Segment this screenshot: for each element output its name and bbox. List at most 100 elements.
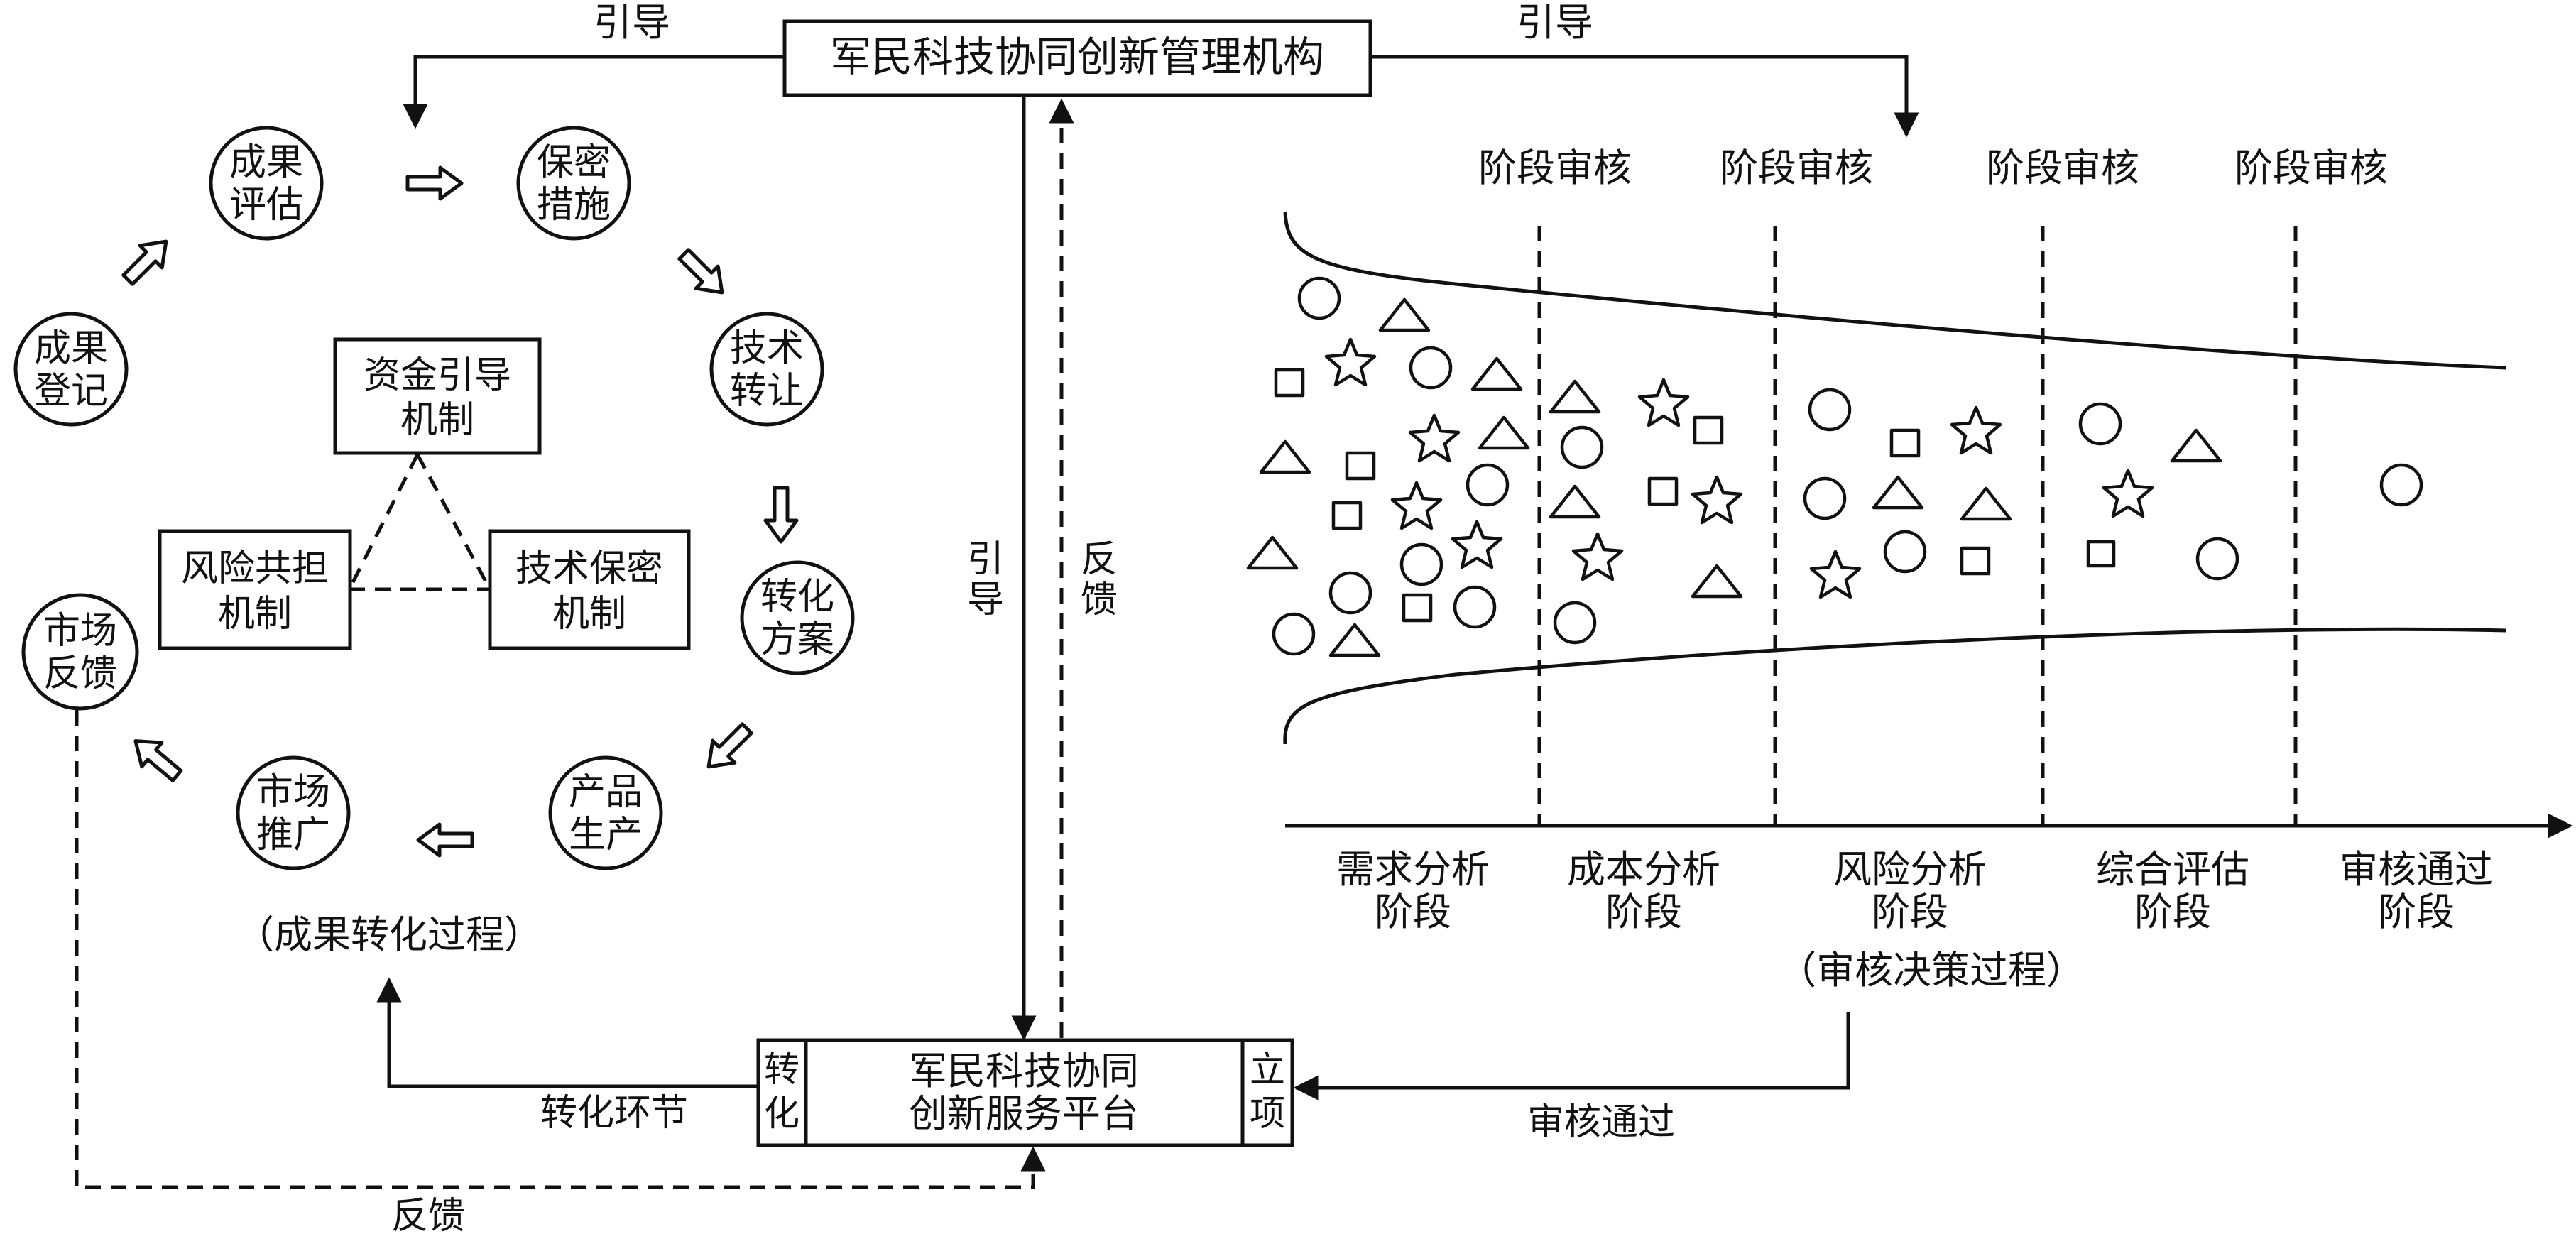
review-process: 阶段审核 阶段审核 阶段审核 阶段审核 需求分析 阶段 成本分析 阶段 风险分析… [1246, 146, 2573, 993]
platform-left-char-2: 化 [764, 1093, 799, 1134]
stage-label-line-1: 综合评估 [2096, 847, 2249, 892]
candidate-triangle [1259, 439, 1311, 474]
management-agency: 军民科技协同创新管理机构 [782, 19, 1372, 97]
stage-demand-analysis: 需求分析 阶段 [1336, 847, 1490, 934]
mechanism-technology-confidentiality: 技术保密 机制 [488, 529, 691, 650]
stage-label-line-2: 阶段 [1605, 890, 1682, 934]
checkpoint-label: 阶段审核 [2234, 146, 2388, 190]
candidate-group-review-passed [2379, 463, 2423, 507]
flow-arrow-registration-to-evaluation [121, 239, 168, 286]
candidate-circle [1409, 346, 1453, 390]
candidate-triangle [1872, 475, 1924, 510]
candidate-circle [1272, 612, 1316, 656]
stage-cost-analysis: 成本分析 阶段 [1567, 847, 1720, 934]
stage-label-line-1: 审核通过 [2340, 847, 2493, 892]
flow-arrow-confidentiality-to-transfer [677, 248, 724, 295]
candidate-triangle [1470, 356, 1523, 391]
node-product-production: 产品 生产 [548, 755, 663, 870]
stage-label-line-1: 需求分析 [1336, 847, 1490, 892]
candidate-circle [1803, 476, 1847, 520]
candidate-star [1408, 413, 1461, 463]
review-caption: （审核决策过程） [1778, 948, 2085, 993]
flow-arrow-production-to-promotion [416, 822, 474, 858]
management-agency-title: 军民科技协同创新管理机构 [830, 33, 1324, 81]
candidate-square [1345, 451, 1376, 481]
funnel-bottom-curve [1283, 627, 2507, 745]
stage-label-line-2: 阶段 [1872, 890, 1948, 934]
transform-link-label: 转化环节 [540, 1092, 688, 1135]
candidate-triangle [1549, 379, 1601, 414]
candidate-triangle [1246, 535, 1299, 570]
stage-label-line-2: 阶段 [2378, 890, 2455, 934]
candidate-group-risk-analysis [1803, 388, 2012, 599]
feedback-up-char-2: 馈 [1081, 579, 1118, 621]
checkpoint-label: 阶段审核 [1986, 146, 2139, 190]
guide-right-arrow: 引导 [1370, 0, 1919, 138]
node-label-line-1: 转化 [760, 576, 834, 618]
node-achievement-registration: 成果 登记 [13, 312, 129, 427]
node-label-line-1: 市场 [256, 771, 330, 814]
candidate-square [1402, 593, 1433, 623]
node-label-line-2: 转让 [730, 370, 804, 413]
platform-left-char-1: 转 [764, 1049, 799, 1090]
node-label-line-2: 反馈 [43, 653, 117, 695]
node-label-line-1: 成果 [34, 327, 108, 370]
candidate-circle [1297, 276, 1341, 320]
candidate-circle [1328, 571, 1372, 615]
flow-arrow-evaluation-to-confidentiality [405, 165, 464, 201]
node-market-promotion: 市场 推广 [236, 755, 351, 870]
approve-link-label: 审核通过 [1527, 1101, 1675, 1144]
approve-link-arrow: 审核通过 [1293, 1012, 1850, 1144]
transformation-caption: （成果转化过程） [236, 912, 542, 957]
candidate-circle [2379, 463, 2423, 507]
node-label-line-1: 产品 [569, 771, 643, 814]
stage-label-line-2: 阶段 [1375, 890, 1451, 934]
guide-down-char-2: 导 [967, 579, 1004, 621]
feedback-bottom-label: 反馈 [391, 1195, 465, 1234]
candidate-star [1451, 520, 1503, 569]
checkpoint-label: 阶段审核 [1478, 146, 1632, 190]
candidate-square [1693, 415, 1724, 445]
platform-title-line-2: 创新服务平台 [909, 1091, 1139, 1136]
candidate-triangle [1691, 564, 1743, 599]
node-label-line-1: 技术 [730, 327, 804, 370]
stage-label-line-1: 风险分析 [1833, 847, 1987, 892]
node-label-line-2: 推广 [256, 814, 330, 856]
mechanism-links [347, 453, 492, 591]
candidate-circle [1553, 601, 1597, 645]
guide-left-arrow: 引导 [403, 0, 785, 129]
candidate-star [1809, 550, 1862, 599]
flow-arrow-transfer-to-plan [763, 486, 799, 544]
mechanism-label-line-2: 机制 [552, 593, 626, 635]
candidate-star [1571, 532, 1624, 581]
candidate-group-comprehensive-evaluation [2078, 402, 2239, 581]
platform-right-char-2: 项 [1250, 1093, 1285, 1134]
candidate-circle [1453, 585, 1497, 629]
candidate-group-cost-analysis [1549, 378, 1743, 645]
mechanism-label-line-2: 机制 [400, 399, 474, 442]
candidate-triangle [1960, 486, 2012, 521]
stage-comprehensive-evaluation: 综合评估 阶段 [2096, 847, 2249, 934]
stage-label-line-1: 成本分析 [1567, 847, 1720, 892]
stage-label-line-2: 阶段 [2134, 890, 2211, 934]
candidate-star [1691, 475, 1743, 525]
node-confidentiality-measures: 保密 措施 [516, 126, 631, 241]
transform-link-arrow: 转化环节 [376, 977, 758, 1135]
flow-arrow-plan-to-production [706, 722, 753, 769]
candidate-star [1637, 378, 1690, 427]
candidate-triangle [1328, 623, 1381, 657]
feedback-up-arrow: 反 馈 [1049, 98, 1118, 1038]
platform-right-char-1: 立 [1250, 1049, 1285, 1090]
mechanism-risk-sharing: 风险共担 机制 [158, 529, 352, 650]
candidate-square [1274, 368, 1305, 398]
candidate-triangle [2170, 428, 2222, 463]
guide-left-label: 引导 [594, 0, 670, 45]
node-label-line-1: 成果 [229, 141, 303, 184]
candidate-circle [2195, 537, 2239, 581]
mechanism-label-line-1: 资金引导 [364, 354, 511, 397]
node-label-line-2: 评估 [229, 184, 303, 226]
node-transformation-plan: 转化 方案 [740, 560, 855, 675]
candidate-square [2086, 540, 2116, 568]
candidate-circle [1399, 542, 1443, 586]
candidate-square [1331, 501, 1363, 530]
